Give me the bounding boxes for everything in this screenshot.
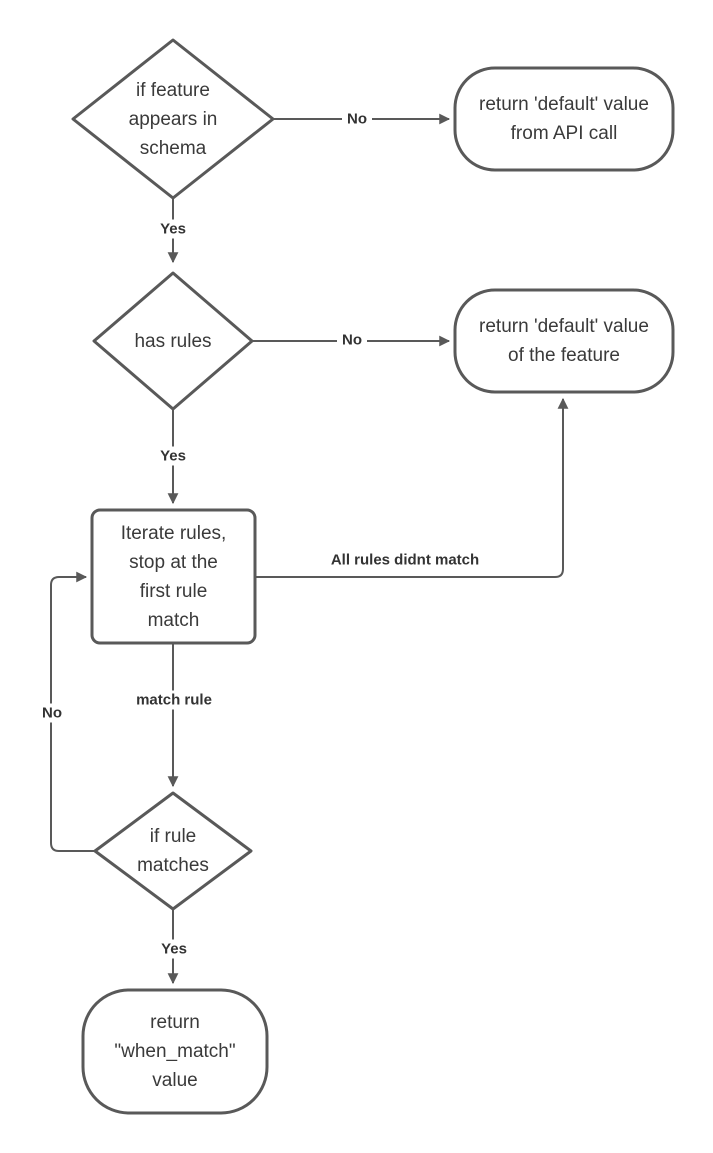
decision-if-rule-matches-shape [93,791,253,911]
decision-if-feature-in-schema-shape [71,38,275,200]
decision-has-rules-shape [92,271,254,411]
edge-all-rules-didnt-match [255,397,569,578]
process-iterate-rules-shape [90,508,257,645]
terminator-return-default-api-shape [453,66,675,172]
terminator-return-default-feature-shape [453,288,675,394]
terminator-return-when-match-shape [81,988,269,1115]
edge-rule-no-loop [50,571,95,852]
